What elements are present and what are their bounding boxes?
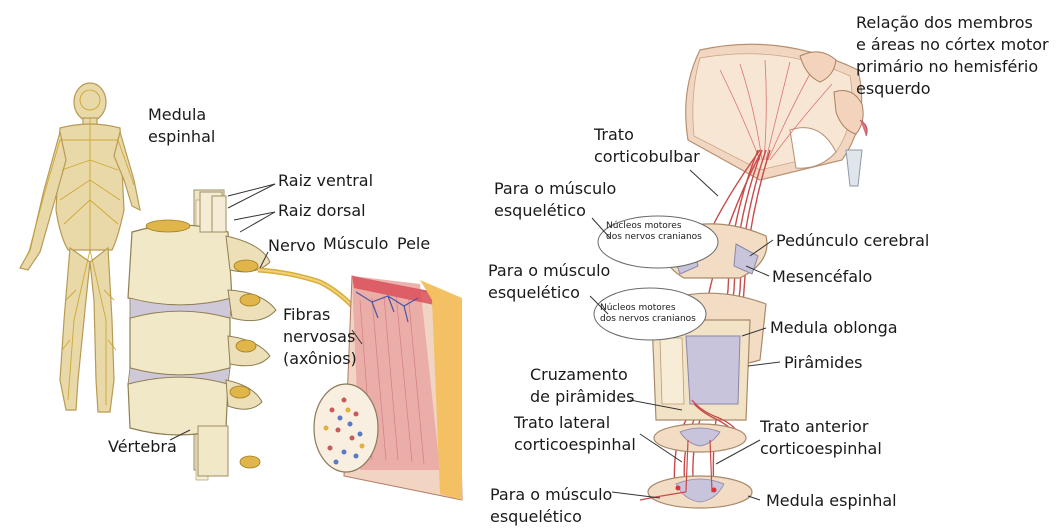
label-trato-anterior: Trato anterior corticoespinhal — [760, 416, 882, 460]
label-fibras-nervosas: Fibras nervosas (axônios) — [283, 304, 357, 370]
label-para-musculo-2: Para o músculo esquelético — [488, 260, 610, 304]
label-vertebra: Vértebra — [108, 436, 177, 458]
label-piramides: Pirâmides — [784, 352, 863, 374]
label-trato-lateral: Trato lateral corticoespinhal — [514, 412, 636, 456]
label-nervo: Nervo — [268, 235, 316, 257]
label-medula-espinhal-left: Medula espinhal — [148, 104, 215, 148]
label-nucleos-2: Núcleos motores dos nervos cranianos — [600, 303, 696, 325]
label-trato-corticobulbar: Trato corticobulbar — [594, 124, 700, 168]
label-medula-oblonga: Medula oblonga — [770, 317, 898, 339]
human-figure — [20, 83, 140, 412]
brain-section — [686, 44, 867, 186]
label-para-musculo-1: Para o músculo esquelético — [494, 178, 616, 222]
label-pele: Pele — [397, 233, 430, 255]
label-medula-espinhal-right: Medula espinhal — [766, 490, 897, 512]
label-mesencefalo: Mesencéfalo — [772, 266, 872, 288]
label-pedunculo-cerebral: Pedúnculo cerebral — [776, 230, 929, 252]
label-relacao: Relação dos membros e áreas no córtex mo… — [856, 12, 1049, 100]
label-raiz-dorsal: Raiz dorsal — [278, 200, 366, 222]
label-nucleos-1: Núcleos motores dos nervos cranianos — [606, 221, 702, 243]
spinal-cord-sections — [640, 424, 752, 508]
label-cruzamento: Cruzamento de pirâmides — [530, 364, 634, 408]
label-raiz-ventral: Raiz ventral — [278, 170, 373, 192]
label-musculo: Músculo — [323, 233, 388, 255]
label-para-musculo-3: Para o músculo esquelético — [490, 484, 612, 528]
